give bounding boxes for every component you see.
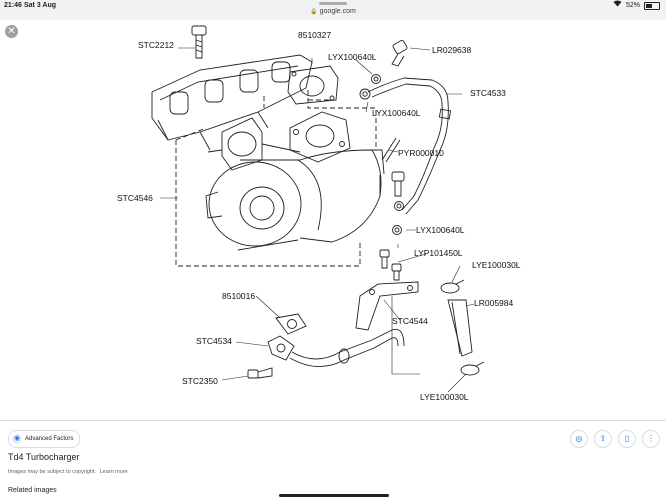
label-lr005984: LR005984 [474, 298, 514, 308]
wifi-icon [613, 0, 622, 12]
label-stc4534: STC4534 [196, 336, 232, 346]
bookmark-icon[interactable]: ▯ [618, 430, 636, 448]
result-title[interactable]: Td4 Turbocharger [8, 452, 80, 462]
oil-drain-pipe-stc4534 [267, 328, 405, 367]
copyright-text: Images may be subject to copyright. [8, 469, 97, 475]
gasket-8510327 [287, 65, 339, 105]
label-lyx100640l-a: LYX100640L [328, 52, 377, 62]
related-images-heading: Related images [8, 487, 57, 494]
label-stc2350: STC2350 [182, 376, 218, 386]
hose-lr005984 [447, 299, 473, 357]
source-name: Advanced Factors [25, 436, 74, 442]
status-date: Sat 3 Aug [24, 2, 57, 9]
address-url: google.com [319, 8, 356, 15]
bolt-stc2212 [191, 25, 207, 59]
bracket-stc4544 [355, 281, 419, 331]
washer-d [392, 225, 402, 235]
battery-icon [644, 2, 660, 10]
home-indicator[interactable] [279, 494, 389, 497]
lens-icon[interactable]: ◎ [570, 430, 588, 448]
label-8510327: 8510327 [298, 30, 331, 40]
hose-clip-upper [440, 279, 465, 294]
hose-clip-lower [460, 361, 485, 376]
banjo-bolt-lr029638 [391, 39, 408, 67]
label-stc4544: STC4544 [392, 316, 428, 326]
label-lr029638: LR029638 [432, 45, 472, 55]
bolt-stc2350 [247, 367, 273, 379]
assembly-outline [175, 90, 377, 267]
washer-b [359, 88, 371, 100]
label-lyp101450l: LYP101450L [414, 248, 463, 258]
label-8510016: 8510016 [222, 291, 255, 301]
status-icons: 52% [613, 0, 660, 12]
washer-c [394, 201, 404, 211]
label-lye100030l-a: LYE100030L [472, 260, 521, 270]
compressor-housing [205, 159, 322, 251]
share-icon[interactable]: ⇪ [594, 430, 612, 448]
banjo-bolt-lower [391, 171, 405, 197]
multitasking-handle[interactable] [319, 2, 347, 5]
label-lye100030l-b: LYE100030L [420, 392, 469, 402]
label-lyx100640l-c: LYX100640L [416, 225, 465, 235]
battery-percent: 52% [625, 2, 640, 9]
copyright-note: Images may be subject to copyright. Lear… [8, 469, 128, 475]
source-chip[interactable]: ◉ Advanced Factors [8, 430, 81, 448]
washer-a [371, 74, 381, 84]
status-bar: 21:46 Sat 3 Aug 52% [0, 0, 666, 12]
label-lyx100640l-b: LYX100640L [372, 108, 421, 118]
bolts-lyp101450l [379, 249, 402, 281]
gasket-8510016 [275, 313, 307, 335]
globe-icon: ◉ [12, 434, 22, 444]
label-stc4546: STC4546 [117, 193, 153, 203]
turbine-housing [289, 111, 385, 243]
image-viewer: STC2212 8510327 LR029638 LYX100640L STC4… [0, 20, 666, 420]
label-stc2212: STC2212 [138, 40, 174, 50]
status-time: 21:46 [4, 2, 22, 9]
label-stc4533: STC4533 [470, 88, 506, 98]
turbocharger-diagram: STC2212 8510327 LR029638 LYX100640L STC4… [117, 25, 521, 402]
result-panel: ◉ Advanced Factors ◎ ⇪ ▯ ⋮ Td4 Turbochar… [0, 420, 666, 500]
close-icon[interactable]: ✕ [5, 25, 18, 38]
battery-fill [646, 4, 653, 8]
learn-more-link[interactable]: Learn more [99, 469, 128, 475]
result-actions: ◎ ⇪ ▯ ⋮ [570, 430, 660, 448]
label-pyr000010: PYR000010 [398, 148, 444, 158]
more-vert-icon[interactable]: ⋮ [642, 430, 660, 448]
address-bar[interactable]: 🔒google.com [0, 6, 666, 18]
oil-feed-pipe-stc4533 [367, 77, 452, 215]
wastegate-actuator [207, 117, 301, 171]
lock-icon: 🔒 [310, 9, 318, 15]
